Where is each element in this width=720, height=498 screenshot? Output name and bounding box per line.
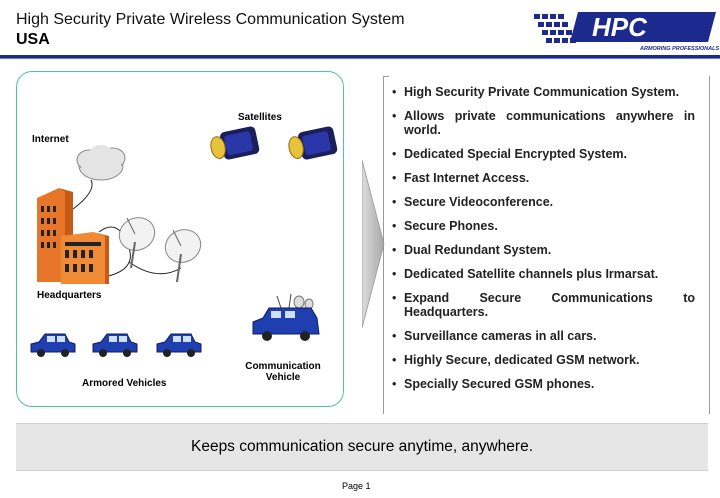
- armored-vehicles-label: Armored Vehicles: [82, 378, 167, 389]
- armored-vehicle-icon: [156, 333, 202, 357]
- link-line: [68, 179, 93, 213]
- feature-item: •High Security Private Communication Sys…: [392, 85, 680, 99]
- header-rule-thin: [0, 58, 720, 59]
- tagline-banner: Keeps communication secure anytime, anyw…: [16, 423, 708, 471]
- page-number: Page 1: [342, 481, 371, 491]
- network-diagram: Satellites Internet Headquarters Armored…: [16, 71, 344, 407]
- header-rule: [0, 55, 720, 58]
- slide-subtitle: USA: [16, 31, 50, 48]
- communication-vehicle-icon: [252, 293, 320, 341]
- feature-item: •Dedicated Special Encrypted System.: [392, 146, 628, 161]
- feature-item: •Fast Internet Access.: [392, 170, 530, 185]
- satellite-dish-icon: [118, 217, 156, 269]
- satellite-icon: [288, 126, 338, 160]
- link-line: [128, 261, 182, 275]
- tagline-text: Keeps communication secure anytime, anyw…: [190, 438, 534, 455]
- feature-item: •Secure Videoconference.: [392, 194, 554, 209]
- internet-cloud-icon: [76, 145, 126, 181]
- feature-item: •Expand Secure Communications to Headqua…: [392, 291, 695, 319]
- headquarters-label: Headquarters: [37, 290, 102, 301]
- features-panel: •High Security Private Communication Sys…: [383, 76, 710, 414]
- satellite-icon: [210, 126, 260, 160]
- feature-item: •Allows private communications anywhere …: [392, 109, 695, 137]
- satellite-dish-icon: [164, 229, 202, 283]
- satellites-label: Satellites: [238, 112, 282, 123]
- armored-vehicle-icon: [92, 333, 138, 357]
- hpc-logo: HPC ARMORING PROFESSIONALS: [534, 12, 719, 52]
- internet-label: Internet: [32, 134, 69, 145]
- feature-item: •Dual Redundant System.: [392, 243, 552, 258]
- headquarters-building-icon: [37, 188, 109, 284]
- feature-item: •Secure Phones.: [392, 218, 498, 233]
- diagram-art: [30, 126, 338, 357]
- features-list: •High Security Private Communication Sys…: [384, 76, 709, 392]
- slide-title: High Security Private Wireless Communica…: [16, 11, 405, 28]
- logo-text: HPC: [592, 12, 648, 42]
- communication-vehicle-label-line2: Vehicle: [265, 372, 301, 383]
- feature-item: •Highly Secure, dedicated GSM network.: [392, 352, 640, 367]
- communication-vehicle-label: Communication Vehicle: [237, 361, 329, 383]
- armored-vehicle-icon: [30, 333, 76, 357]
- link-line: [98, 226, 122, 233]
- communication-vehicle-label-line1: Communication: [245, 361, 321, 372]
- feature-item: •Specially Secured GSM phones.: [392, 377, 595, 392]
- feature-item: •Dedicated Satellite channels plus Irmar…: [392, 267, 659, 282]
- logo-tagline: ARMORING PROFESSIONALS: [639, 46, 719, 52]
- feature-item: •Surveillance cameras in all cars.: [392, 328, 597, 343]
- chevron-right-icon: [362, 160, 385, 328]
